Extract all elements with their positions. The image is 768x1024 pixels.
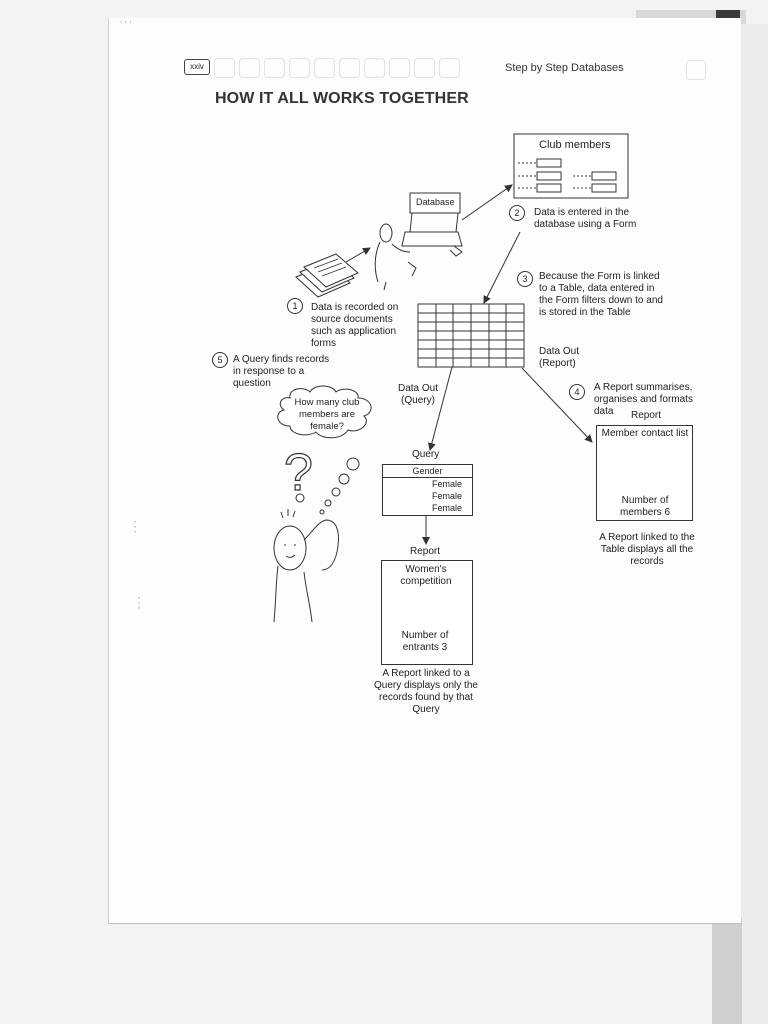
header-decoration: [214, 58, 460, 78]
table-grid-icon: [417, 303, 525, 368]
report-bottom-title: Women's competition: [400, 564, 452, 587]
database-label: Database: [416, 197, 455, 207]
step-3-text: Because the Form is linked to a Table, d…: [539, 271, 663, 318]
thought-question: How many club members are female?: [294, 397, 360, 432]
documents-icon: [295, 253, 359, 298]
question-mark-dot: [295, 493, 305, 503]
scan-background-bottom: [712, 918, 742, 1024]
step-4-text: A Report summarises, organises and forma…: [594, 382, 693, 417]
report-bottom-caption: A Report linked to a Query displays only…: [374, 668, 478, 715]
data-out-report-label: Data Out (Report): [539, 346, 580, 369]
step-2-text: Data is entered in the database using a …: [534, 207, 637, 230]
step-number: 5: [212, 352, 228, 368]
query-table: [382, 464, 473, 516]
report-right-box: [596, 425, 693, 521]
arrow-table-to-report: [521, 367, 593, 443]
scan-background-right: [740, 24, 768, 1024]
step-number: 3: [517, 271, 533, 287]
question-mark-icon: ?: [284, 444, 313, 502]
page-title: HOW IT ALL WORKS TOGETHER: [215, 90, 469, 107]
data-out-query-label: Data Out (Query): [397, 383, 439, 406]
margin-mark: ⋮: [128, 518, 142, 534]
step-number: 2: [509, 205, 525, 221]
page-number: xxiv: [184, 59, 210, 75]
header-decoration-right: [686, 60, 706, 80]
query-row-value: Female: [432, 491, 463, 501]
arrow-form-to-table: [483, 231, 521, 304]
report-right-count: Number of members 6: [619, 495, 670, 518]
arrow-database-to-form: [461, 184, 513, 221]
arrow-table-to-query: [427, 366, 453, 451]
person-at-computer-icon: [374, 192, 463, 291]
step-5-text: A Query finds records in response to a q…: [233, 354, 330, 389]
thinking-person-icon: [273, 509, 339, 623]
report-bottom-box: [381, 560, 473, 665]
margin-mark: ⋮: [132, 594, 146, 610]
report-bottom-label: Report: [410, 546, 441, 557]
book-title: Step by Step Databases: [505, 62, 624, 74]
margin-scribble: ' ' ': [120, 20, 132, 31]
report-right-label: Report: [631, 410, 662, 421]
report-right-caption: A Report linked to the Table displays al…: [599, 532, 695, 567]
query-field-header: Gender: [383, 465, 472, 478]
thought-cloud-icon: [277, 385, 372, 515]
arrow-documents-to-person: [345, 247, 371, 263]
report-right-title: Member contact list: [601, 428, 689, 439]
step-number: 1: [287, 298, 303, 314]
query-label: Query: [412, 449, 440, 460]
query-row-value: Female: [432, 479, 463, 489]
club-members-form-icon: [513, 133, 629, 199]
step-number: 4: [569, 384, 585, 400]
report-bottom-count: Number of entrants 3: [401, 630, 449, 653]
club-members-label: Club members: [539, 139, 611, 151]
step-1-text: Data is recorded on source documents suc…: [311, 302, 399, 349]
query-row-value: Female: [432, 503, 463, 513]
